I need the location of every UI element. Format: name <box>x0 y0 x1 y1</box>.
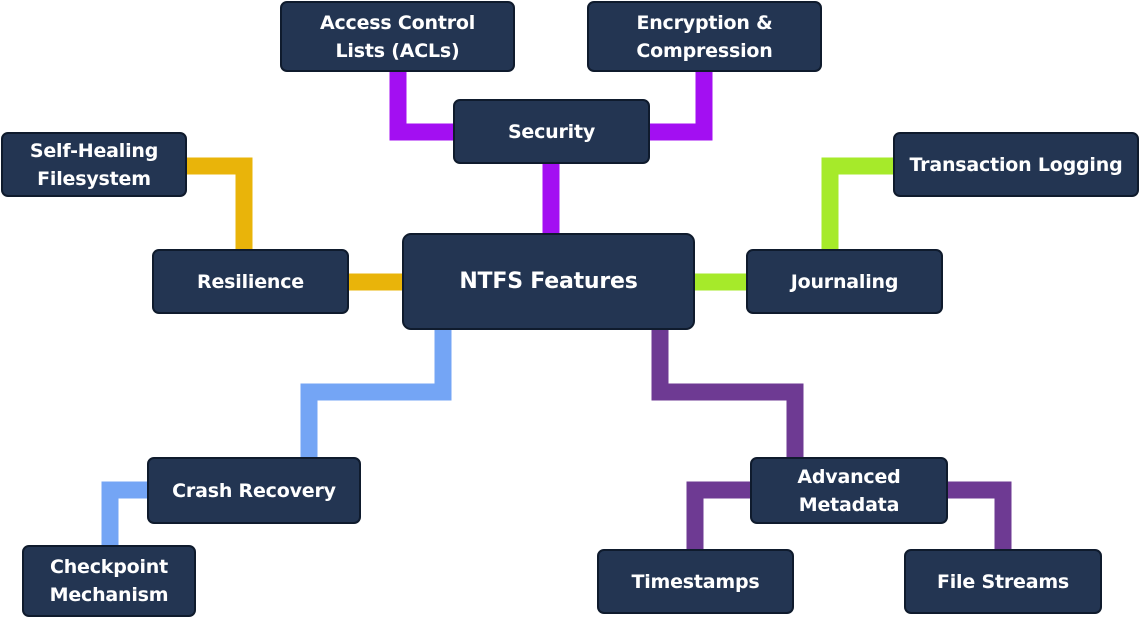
connector-advanced-metadata-timestamps <box>686 481 752 551</box>
node-security[interactable]: Security <box>453 99 650 164</box>
node-crash-recovery[interactable]: Crash Recovery <box>147 457 361 524</box>
node-transaction-logging[interactable]: Transaction Logging <box>893 132 1139 197</box>
connector-security-acl <box>389 70 455 141</box>
connector-root-advanced-metadata <box>651 328 804 460</box>
connector-root-crash-recovery <box>300 328 452 458</box>
connector-journaling-transaction-logging <box>821 157 895 251</box>
node-self-healing[interactable]: Self-Healing Filesystem <box>1 132 187 197</box>
node-advanced-metadata[interactable]: Advanced Metadata <box>750 457 948 524</box>
node-acl[interactable]: Access Control Lists (ACLs) <box>280 1 515 72</box>
node-checkpoint[interactable]: Checkpoint Mechanism <box>22 545 196 617</box>
node-file-streams[interactable]: File Streams <box>904 549 1102 614</box>
connector-advanced-metadata-file-streams <box>946 481 1012 551</box>
node-ntfs-features[interactable]: NTFS Features <box>402 233 695 330</box>
node-timestamps[interactable]: Timestamps <box>597 549 794 614</box>
node-resilience[interactable]: Resilience <box>152 249 349 314</box>
node-journaling[interactable]: Journaling <box>746 249 943 314</box>
connector-resilience-self-healing <box>186 157 253 251</box>
connector-security-encryption <box>648 70 713 141</box>
connector-crash-recovery-checkpoint <box>101 481 149 547</box>
node-encryption[interactable]: Encryption & Compression <box>587 1 822 72</box>
